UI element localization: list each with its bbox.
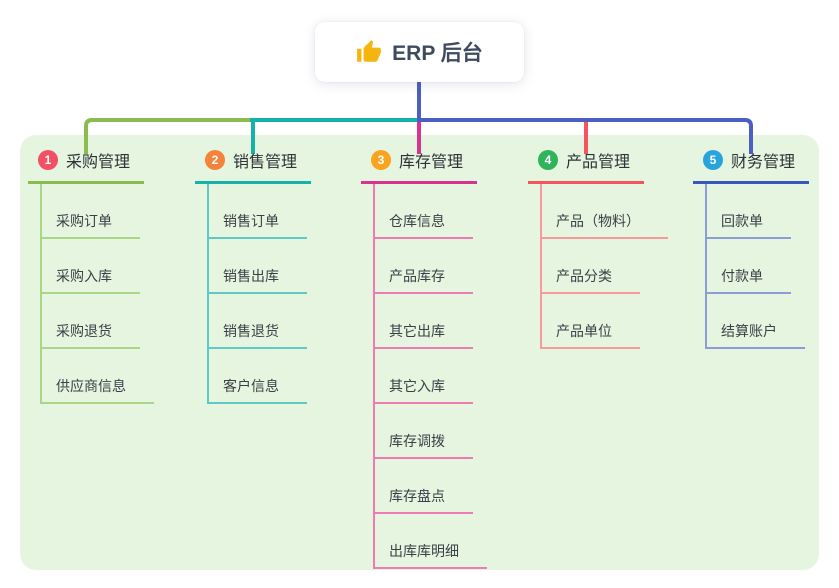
branch-number-badge: 3 (371, 150, 391, 170)
branch-children: 产品（物料）产品分类产品单位 (540, 184, 668, 349)
child-node[interactable]: 仓库信息 (375, 184, 473, 239)
branch-5: 5 财务管理回款单付款单结算账户 (693, 148, 839, 349)
branch-number-badge: 5 (703, 150, 723, 170)
child-node[interactable]: 销售订单 (209, 184, 307, 239)
child-node[interactable]: 库存盘点 (375, 459, 473, 514)
branch-number-badge: 1 (38, 150, 58, 170)
branch-label: 产品管理 (566, 154, 631, 171)
branch-children: 回款单付款单结算账户 (705, 184, 805, 349)
child-node[interactable]: 出库库明细 (375, 514, 487, 569)
connector-lines (84, 82, 753, 154)
branch-node-2[interactable]: 2 销售管理 (195, 148, 311, 184)
branch-label: 采购管理 (66, 154, 131, 171)
root-node-label: ERP 后台 (392, 42, 483, 65)
child-node[interactable]: 采购入库 (42, 239, 140, 294)
branch-node-5[interactable]: 5 财务管理 (693, 148, 809, 184)
branch-3: 3 库存管理仓库信息产品库存其它出库其它入库库存调拨库存盘点出库库明细 (361, 148, 511, 569)
branch-label: 销售管理 (233, 154, 298, 171)
child-node[interactable]: 供应商信息 (42, 349, 154, 404)
branch-label: 库存管理 (399, 154, 464, 171)
branch-1: 1 采购管理采购订单采购入库采购退货供应商信息 (28, 148, 178, 404)
branch-4: 4 产品管理产品（物料）产品分类产品单位 (528, 148, 678, 349)
branch-children: 销售订单销售出库销售退货客户信息 (207, 184, 307, 404)
child-node[interactable]: 其它出库 (375, 294, 473, 349)
branch-node-3[interactable]: 3 库存管理 (361, 148, 477, 184)
child-node[interactable]: 销售退货 (209, 294, 307, 349)
child-node[interactable]: 库存调拨 (375, 404, 473, 459)
branch-children: 仓库信息产品库存其它出库其它入库库存调拨库存盘点出库库明细 (373, 184, 487, 569)
child-node[interactable]: 产品单位 (542, 294, 640, 349)
branch-number-badge: 2 (205, 150, 225, 170)
child-node[interactable]: 结算账户 (707, 294, 805, 349)
child-node[interactable]: 采购订单 (42, 184, 140, 239)
branch-node-1[interactable]: 1 采购管理 (28, 148, 144, 184)
child-node[interactable]: 付款单 (707, 239, 791, 294)
root-node-erp[interactable]: ERP 后台 (315, 22, 524, 82)
branch-label: 财务管理 (731, 154, 796, 171)
branch-2: 2 销售管理销售订单销售出库销售退货客户信息 (195, 148, 345, 404)
child-node[interactable]: 产品（物料） (542, 184, 668, 239)
thumbs-up-icon (357, 40, 382, 62)
branch-number-badge: 4 (538, 150, 558, 170)
child-node[interactable]: 产品库存 (375, 239, 473, 294)
child-node[interactable]: 销售出库 (209, 239, 307, 294)
child-node[interactable]: 采购退货 (42, 294, 140, 349)
child-node[interactable]: 回款单 (707, 184, 791, 239)
child-node[interactable]: 其它入库 (375, 349, 473, 404)
branch-children: 采购订单采购入库采购退货供应商信息 (40, 184, 154, 404)
mindmap-canvas (20, 135, 819, 570)
branch-node-4[interactable]: 4 产品管理 (528, 148, 644, 184)
child-node[interactable]: 产品分类 (542, 239, 640, 294)
child-node[interactable]: 客户信息 (209, 349, 307, 404)
